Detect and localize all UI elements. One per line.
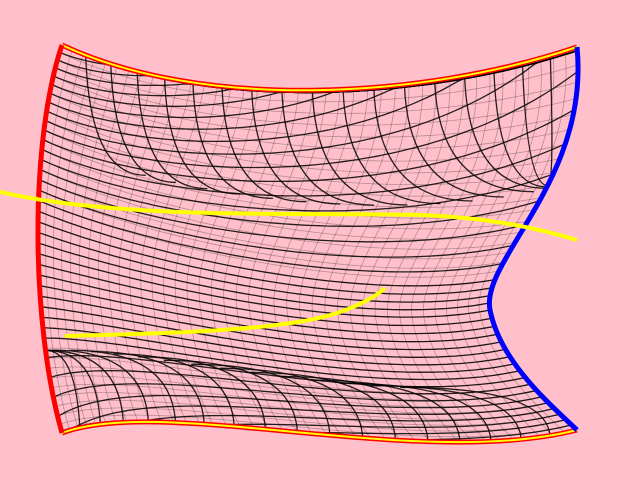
bottom-wall-rib bbox=[52, 349, 150, 422]
top-wall-highlight bbox=[61, 44, 578, 92]
top-wall-rib bbox=[463, 75, 547, 189]
bottom-wall-rib bbox=[45, 349, 81, 428]
flow-line bbox=[40, 158, 554, 212]
bottom-wall-rib bbox=[309, 379, 461, 443]
flow-line bbox=[38, 189, 514, 258]
mesh-row-line bbox=[41, 148, 528, 230]
mesh-row-line bbox=[49, 92, 566, 162]
bottom-wall-rib bbox=[163, 359, 299, 433]
top-wall-rib bbox=[221, 86, 307, 203]
bottom-wall-rib bbox=[400, 386, 551, 436]
flow-line bbox=[38, 252, 491, 318]
bottom-wall-rib bbox=[249, 371, 397, 441]
flow-line bbox=[45, 49, 578, 155]
top-wall-rib bbox=[434, 80, 534, 193]
flow-line bbox=[38, 263, 493, 327]
mesh-row-line bbox=[55, 399, 561, 426]
flow-line bbox=[41, 316, 511, 366]
top-wall-rib bbox=[85, 55, 146, 176]
flow-line bbox=[39, 168, 540, 227]
bottom-wall-rib bbox=[339, 382, 492, 442]
mesh-row-line bbox=[57, 407, 566, 432]
flow-line bbox=[57, 394, 543, 418]
bottom-wall-rib bbox=[137, 356, 267, 430]
flow-line bbox=[38, 274, 495, 335]
flow-line bbox=[40, 295, 502, 351]
bottom-wall-rib bbox=[90, 350, 205, 425]
bottom-wall-rib bbox=[191, 363, 331, 436]
flow-line bbox=[40, 306, 506, 358]
bottom-wall-rib bbox=[370, 385, 522, 440]
mesh-row-line bbox=[57, 59, 578, 114]
mesh-row-line bbox=[39, 179, 510, 260]
top-wall-rib bbox=[136, 71, 208, 190]
top-wall-rib bbox=[373, 87, 473, 202]
right-boundary bbox=[486, 46, 581, 432]
bottom-wall-rib bbox=[279, 375, 429, 442]
top-wall-rib bbox=[192, 82, 273, 200]
flow-line bbox=[37, 231, 491, 303]
top-wall-rib bbox=[521, 62, 548, 187]
mesh-row-line bbox=[45, 119, 548, 197]
mesh-row-line bbox=[38, 189, 504, 269]
top-wall-rib bbox=[110, 63, 176, 184]
bottom-wall-rib bbox=[219, 367, 364, 438]
flow-line bbox=[61, 402, 549, 432]
top-wall-rib bbox=[311, 90, 408, 206]
mesh-row-line bbox=[53, 75, 574, 138]
top-wall-rib bbox=[493, 69, 548, 188]
top-wall-rib bbox=[281, 89, 375, 206]
mesh-row-line bbox=[46, 110, 555, 186]
mesh-row-line bbox=[59, 414, 572, 438]
flow-line bbox=[38, 199, 503, 273]
yellow-curve-upper bbox=[0, 190, 578, 242]
top-wall-rib bbox=[403, 84, 504, 198]
left-boundary bbox=[35, 44, 65, 434]
mesh-row-line bbox=[43, 129, 542, 208]
flow-line bbox=[37, 220, 493, 295]
mesh-row-line bbox=[53, 392, 555, 420]
yellow-curve-lower bbox=[64, 286, 387, 338]
bottom-wall-rib bbox=[45, 349, 124, 423]
top-wall-rib bbox=[251, 88, 341, 205]
flow-line bbox=[37, 242, 490, 311]
flow-line bbox=[42, 109, 575, 183]
top-wall-rib bbox=[163, 77, 240, 195]
flow-line bbox=[46, 355, 526, 388]
top-wall-rib bbox=[342, 89, 441, 205]
flow-line bbox=[43, 70, 579, 169]
flow-line bbox=[44, 337, 521, 381]
flow-line bbox=[37, 210, 496, 287]
bottom-wall-rib bbox=[113, 353, 235, 427]
bottom-wall-highlight bbox=[61, 420, 578, 444]
flow-line bbox=[39, 179, 527, 243]
mesh-row-line bbox=[55, 67, 577, 126]
